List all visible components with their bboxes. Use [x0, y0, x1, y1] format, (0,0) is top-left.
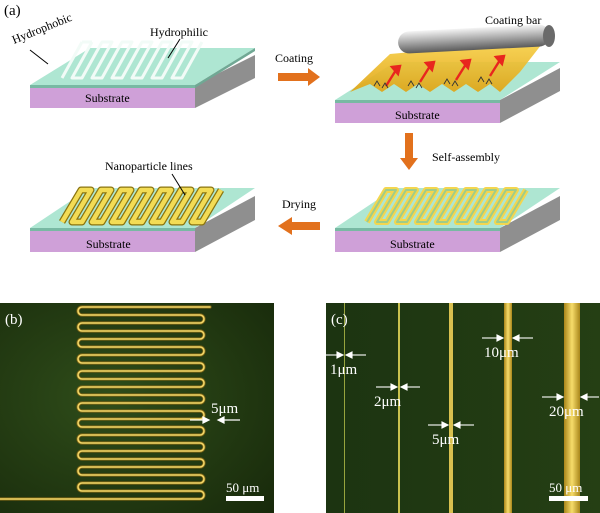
scale-bar-label-c: 50 μm: [549, 480, 582, 495]
substrate-label-2: Substrate: [395, 108, 440, 122]
substrate-label-4: Substrate: [86, 237, 131, 251]
substrate-label-1: Substrate: [85, 91, 130, 105]
panel-a: (a) Substrate Hydrophobic Hydrophilic Co…: [4, 3, 560, 252]
width-label-b: 5μm: [211, 401, 239, 417]
drying-label: Drying: [282, 197, 316, 211]
panel-a-tag: (a): [4, 3, 21, 19]
coating-bar-label: Coating bar: [485, 13, 541, 27]
self-assembly-label: Self-assembly: [432, 150, 500, 164]
block-nanoparticle-lines: Substrate Nanoparticle lines: [30, 159, 255, 252]
panel-b-tag: (b): [5, 312, 23, 328]
coating-step: Coating: [275, 51, 320, 86]
hydrophilic-label: Hydrophilic: [150, 25, 208, 39]
substrate-label-3: Substrate: [390, 237, 435, 251]
label-2um: 2μm: [374, 394, 402, 410]
drying-arrow: [278, 217, 320, 235]
panel-b: (b) 5μm 50 μm: [0, 303, 274, 513]
self-assembly-arrow: [400, 133, 418, 170]
label-5um: 5μm: [432, 432, 460, 448]
line-10um: [504, 303, 512, 513]
label-20um: 20μm: [549, 404, 584, 420]
scale-bar-c: [549, 496, 588, 501]
block-patterned-substrate: Substrate Hydrophobic Hydrophilic: [10, 10, 255, 108]
block-coating: Substrate Coating bar: [335, 13, 560, 123]
coating-label: Coating: [275, 51, 313, 65]
scale-bar-label-b: 50 μm: [226, 480, 259, 495]
label-10um: 10μm: [484, 345, 519, 361]
coating-arrow: [278, 68, 320, 86]
block-self-assembly: Substrate: [335, 188, 560, 252]
nanoparticle-lines-label: Nanoparticle lines: [105, 159, 193, 173]
hydrophobic-pointer: [30, 50, 48, 64]
panel-c-tag: (c): [331, 312, 348, 328]
label-1um: 1μm: [330, 362, 358, 378]
line-1um: [344, 303, 345, 513]
drying-step: Drying: [278, 197, 320, 235]
panel-c: (c) 1μm 2μm 5μm 10μm 20μm 50 μm: [323, 303, 600, 513]
line-5um: [449, 303, 453, 513]
scale-bar-b: [226, 496, 264, 501]
self-assembly-step: Self-assembly: [400, 133, 500, 170]
